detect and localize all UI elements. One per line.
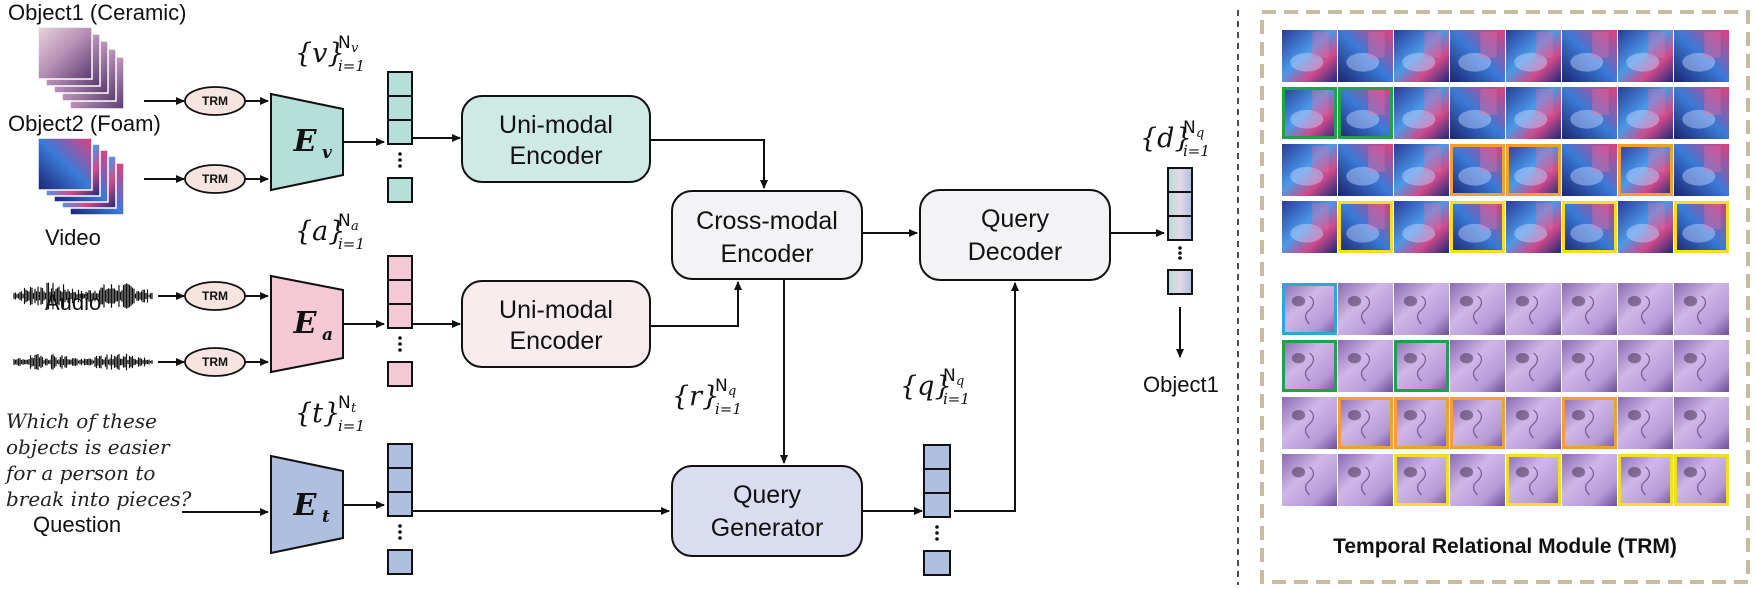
svg-text:i=1: i=1 bbox=[715, 400, 742, 418]
question-text: Which of these objects is easier for a p… bbox=[4, 409, 192, 511]
arrow-unimodal-audio-cross bbox=[650, 281, 742, 327]
svg-text:for a person to: for a person to bbox=[4, 461, 155, 485]
svg-text:TRM: TRM bbox=[202, 355, 228, 369]
query-decoder: Query Decoder bbox=[919, 189, 1111, 281]
video-audio-waveform bbox=[13, 282, 153, 310]
svg-text:N: N bbox=[338, 393, 351, 413]
arrow-qstack-decoder bbox=[954, 282, 1019, 512]
svg-text:Query: Query bbox=[733, 481, 802, 509]
cross-modal-encoder: Cross-modal Encoder bbox=[671, 190, 863, 280]
svg-text:TRM: TRM bbox=[202, 172, 228, 186]
svg-text:N: N bbox=[338, 33, 351, 53]
token-stack-query bbox=[923, 444, 951, 576]
svg-text:TRM: TRM bbox=[202, 289, 228, 303]
svg-text:a: a bbox=[322, 325, 333, 345]
svg-text:Query: Query bbox=[981, 205, 1050, 233]
svg-text:i=1: i=1 bbox=[338, 57, 365, 75]
svg-text:{t}: {t} bbox=[295, 398, 340, 429]
svg-text:Encoder: Encoder bbox=[509, 327, 602, 355]
svg-text:N: N bbox=[943, 366, 956, 386]
token-stack-audio bbox=[387, 255, 413, 387]
svg-text:Generator: Generator bbox=[711, 514, 824, 542]
object1-frames-image bbox=[37, 26, 125, 110]
query-generator: Query Generator bbox=[671, 465, 863, 557]
svg-text:i=1: i=1 bbox=[338, 235, 365, 253]
unimodal-encoder-audio: Uni-modal Encoder bbox=[461, 280, 651, 368]
svg-text:i=1: i=1 bbox=[338, 417, 365, 435]
svg-text:t: t bbox=[322, 507, 330, 527]
object2-label: Object2 (Foam) bbox=[8, 111, 161, 136]
svg-text:{v}: {v} bbox=[295, 38, 345, 69]
trm-oval-audio: TRM bbox=[158, 347, 269, 377]
svg-text:v: v bbox=[322, 143, 333, 163]
audio-waveform bbox=[13, 353, 153, 371]
svg-text:N: N bbox=[338, 211, 351, 231]
svg-text:i=1: i=1 bbox=[943, 390, 970, 408]
svg-text:Decoder: Decoder bbox=[968, 238, 1063, 266]
question-label: Question bbox=[33, 512, 121, 537]
token-stack-video bbox=[387, 71, 413, 203]
trm-oval-video: TRM bbox=[158, 281, 269, 311]
svg-text:Which of these: Which of these bbox=[6, 409, 157, 433]
svg-text:E: E bbox=[293, 124, 318, 159]
unimodal-encoder-video: Uni-modal Encoder bbox=[461, 95, 651, 183]
arrow-unimodal-video-cross bbox=[650, 139, 768, 189]
svg-text:Encoder: Encoder bbox=[720, 240, 813, 268]
token-stack-text bbox=[387, 443, 413, 575]
object1-label: Object1 (Ceramic) bbox=[8, 0, 186, 25]
svg-text:objects is easier: objects is easier bbox=[6, 435, 171, 459]
svg-text:TRM: TRM bbox=[202, 94, 228, 108]
svg-text:a: a bbox=[351, 219, 359, 234]
object2-frames-image bbox=[37, 137, 125, 216]
svg-text:break into pieces?: break into pieces? bbox=[6, 487, 192, 511]
svg-text:{a}: {a} bbox=[295, 216, 345, 247]
svg-text:{d}: {d} bbox=[1140, 123, 1192, 154]
audio-encoder-ea: E a bbox=[270, 274, 344, 374]
svg-text:E: E bbox=[293, 306, 318, 341]
svg-text:q: q bbox=[728, 384, 736, 399]
svg-text:{q}: {q} bbox=[900, 371, 952, 402]
svg-text:i=1: i=1 bbox=[1183, 142, 1210, 160]
svg-text:N: N bbox=[715, 376, 728, 396]
svg-text:{r}: {r} bbox=[672, 381, 719, 412]
svg-text:E: E bbox=[293, 488, 318, 523]
svg-text:Uni-modal: Uni-modal bbox=[499, 111, 613, 139]
svg-text:q: q bbox=[1196, 126, 1204, 141]
svg-text:q: q bbox=[956, 374, 964, 389]
svg-text:t: t bbox=[351, 401, 357, 416]
svg-text:N: N bbox=[1183, 118, 1196, 138]
trm-frame-grid bbox=[1282, 30, 1729, 506]
token-stack-output bbox=[1167, 167, 1193, 295]
trm-oval-object1: TRM bbox=[144, 86, 269, 116]
text-encoder-et: E t bbox=[270, 454, 344, 555]
svg-text:Encoder: Encoder bbox=[509, 142, 602, 170]
video-label: Video bbox=[45, 225, 101, 250]
svg-text:Uni-modal: Uni-modal bbox=[499, 296, 613, 324]
answer-label: Object1 bbox=[1143, 372, 1219, 397]
trm-module-title: Temporal Relational Module (TRM) bbox=[1333, 535, 1677, 558]
svg-text:v: v bbox=[351, 41, 359, 56]
video-encoder-ev: E v bbox=[270, 92, 344, 192]
svg-text:Cross-modal: Cross-modal bbox=[696, 207, 838, 235]
trm-oval-object2: TRM bbox=[144, 164, 269, 194]
